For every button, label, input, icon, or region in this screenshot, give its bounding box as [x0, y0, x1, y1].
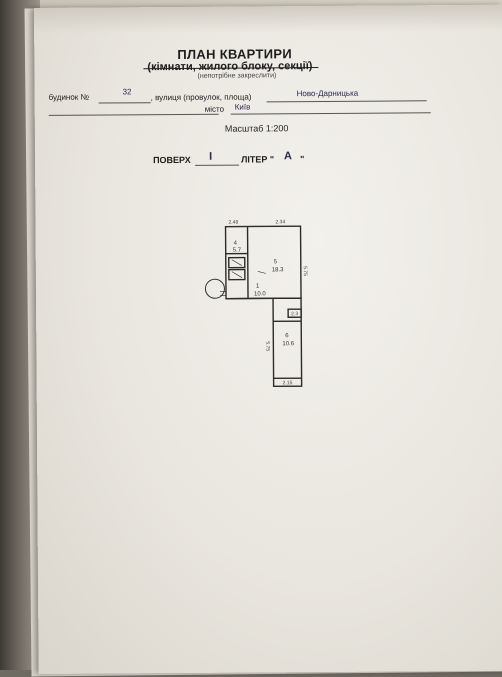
document-subtitle: (кімнати, жилого блоку, секції) — [147, 60, 312, 73]
city-underline — [231, 112, 431, 114]
floor-label: ПОВЕРХ — [153, 155, 191, 165]
city-label: місто — [205, 105, 224, 114]
floor-value: I — [209, 151, 212, 163]
floor-plan: 2.48 2.34 5.75 5.75 2.3 2.15 4 5.7 5 18.… — [195, 211, 326, 392]
subtitle-note: (непотрібне закреслити) — [197, 72, 276, 80]
scale-text: Масштаб 1:200 — [225, 123, 289, 133]
room-upper-number: 5 — [274, 259, 278, 265]
room-kitchen-number: 4 — [234, 241, 238, 247]
room-hall-number: 1 — [256, 283, 260, 289]
plan-details — [220, 259, 266, 295]
page-fold-shadow — [34, 5, 502, 34]
dim-right-lower-b: 2.3 — [291, 311, 298, 317]
dim-balcony-width: 2.15 — [283, 380, 293, 386]
dim-top-left: 2.48 — [228, 220, 238, 226]
room-upper-area: 18.3 — [272, 267, 284, 273]
letter-label: ЛІТЕР " — [241, 154, 274, 164]
address-underline-2 — [49, 114, 219, 116]
letter-close: " — [300, 154, 304, 164]
building-underline — [99, 102, 151, 103]
room-kitchen-area: 5.7 — [233, 248, 242, 254]
dim-left-lower: 5.75 — [264, 341, 270, 351]
letter-value: А — [284, 150, 292, 162]
building-label: будинок № — [49, 93, 90, 102]
street-label: , вулиця (провулок, площа) — [151, 92, 252, 102]
city-value: Київ — [235, 102, 251, 111]
dim-top-right: 2.34 — [275, 219, 285, 225]
room-hall-area: 10.0 — [254, 291, 266, 297]
street-underline — [267, 100, 427, 102]
street-value: Ново-Дарницька — [297, 89, 359, 98]
document-page: ПЛАН КВАРТИРИ (кімнати, жилого блоку, се… — [34, 5, 502, 674]
dim-right-upper: 5.75 — [302, 266, 308, 276]
floor-underline — [195, 165, 239, 166]
room-lower-area: 10.6 — [282, 341, 294, 347]
room-lower-number: 6 — [285, 333, 289, 339]
building-number: 32 — [123, 87, 132, 96]
